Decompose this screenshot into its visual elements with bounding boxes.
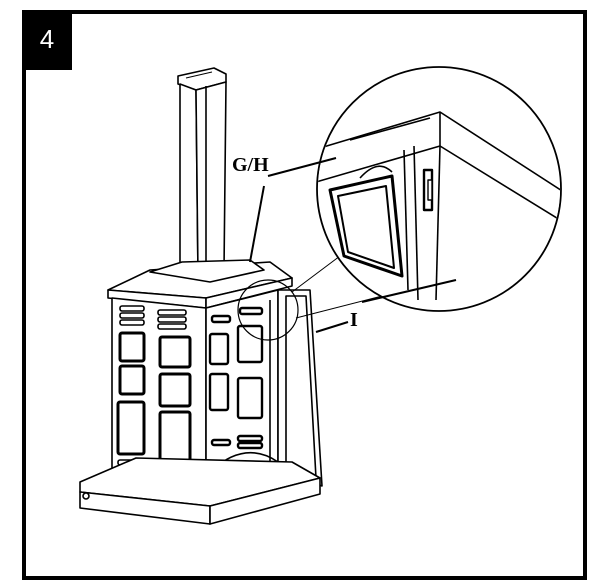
- stove-top: [107, 259, 293, 309]
- left-face-vents: [119, 305, 187, 330]
- flue-pipe: [177, 67, 227, 277]
- open-door: [277, 289, 323, 487]
- assembly-drawing: [79, 66, 562, 525]
- detail-marker-circle: [237, 279, 299, 341]
- detail-view: [316, 66, 562, 312]
- leader-lines: [249, 157, 457, 333]
- callout-gh: G/H: [232, 154, 269, 176]
- step-number: 4: [39, 24, 55, 54]
- right-face-panels: [208, 306, 264, 450]
- left-face-panels: [116, 331, 192, 470]
- step-number-badge: 4: [22, 10, 72, 70]
- stove-base: [79, 457, 321, 525]
- callout-i: I: [350, 309, 358, 331]
